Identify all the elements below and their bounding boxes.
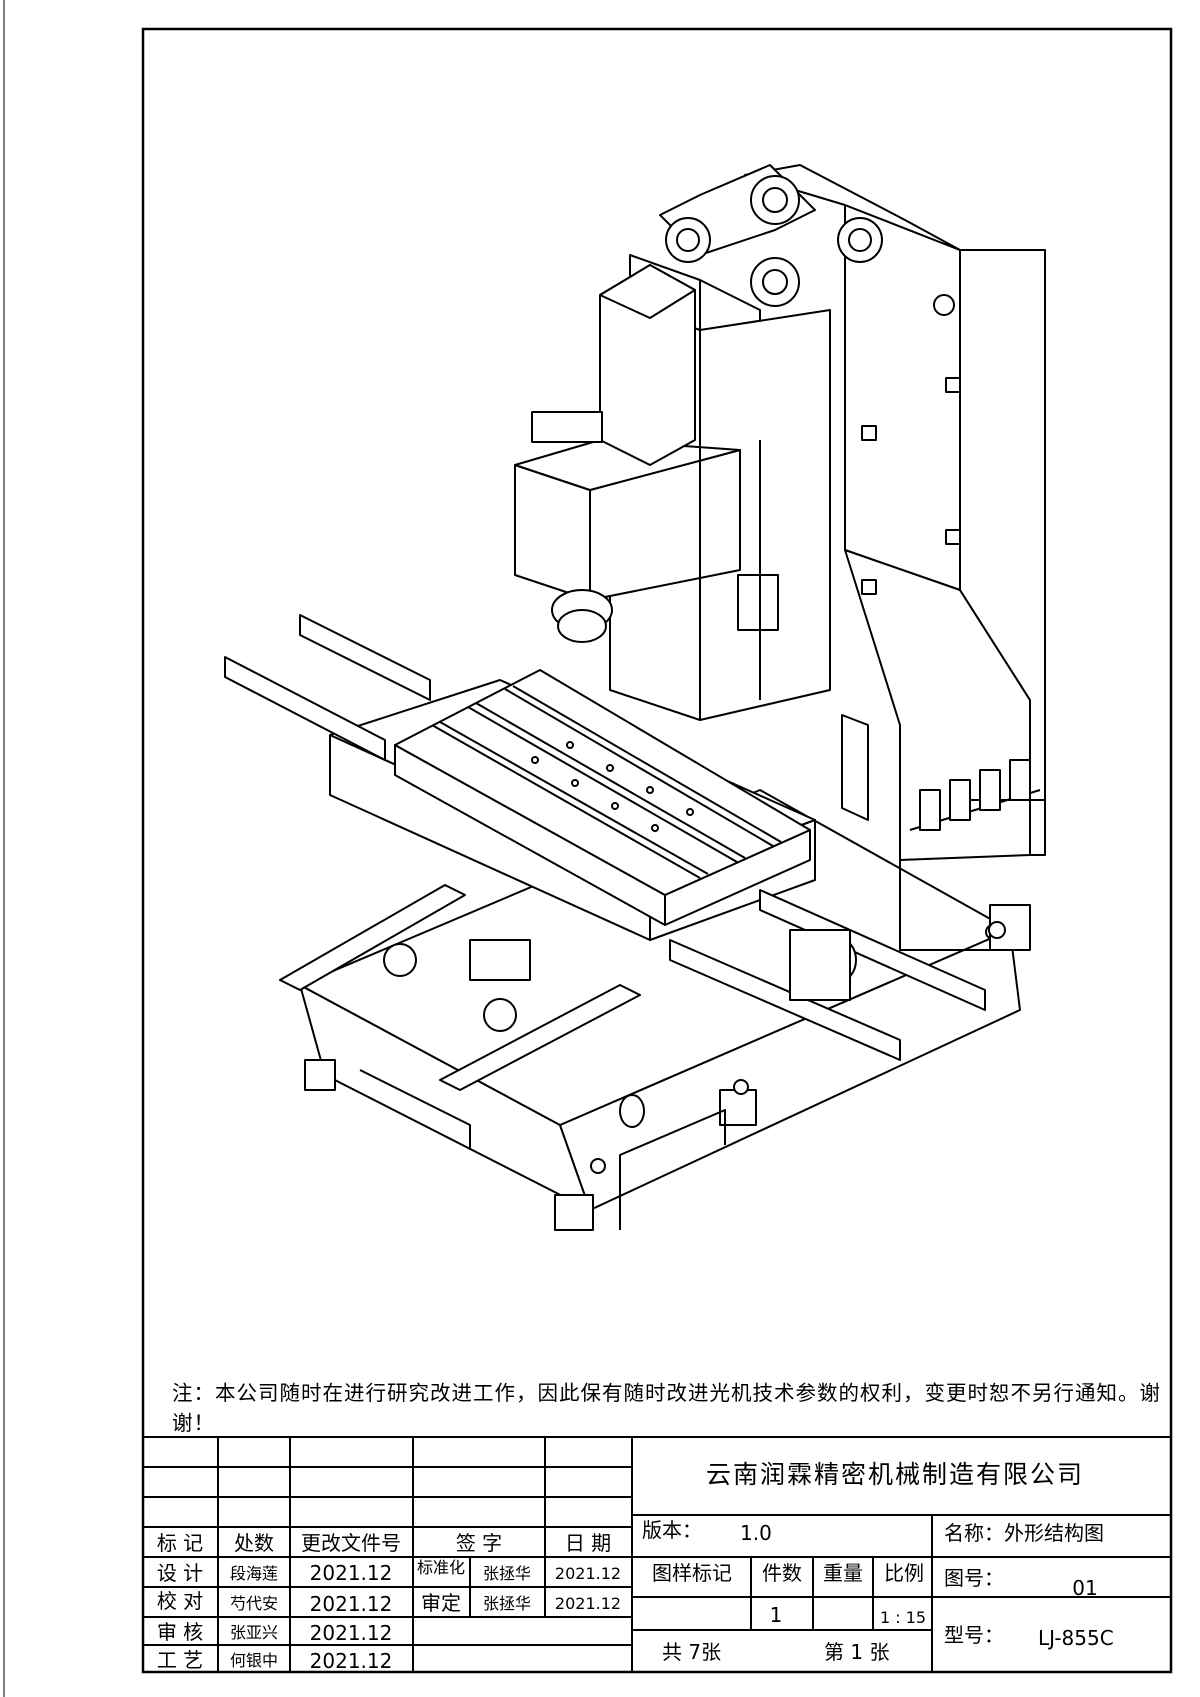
sheet-number: 第 1 张 — [824, 1640, 890, 1664]
spindle-head — [514, 164, 883, 721]
pattern-mark-label: 图样标记 — [652, 1561, 732, 1585]
approve-name: 张拯华 — [482, 1594, 532, 1613]
header-place: 处数 — [234, 1531, 274, 1555]
process-label: 工 艺 — [156, 1648, 204, 1672]
design-date: 2021.12 — [309, 1561, 393, 1585]
title-block-grid — [143, 1436, 1171, 1672]
drawing-no-label: 图号： — [944, 1566, 1004, 1590]
header-sign: 签 字 — [455, 1531, 503, 1555]
machine-column — [744, 164, 1046, 951]
worktable — [394, 669, 811, 926]
process-date: 2021.12 — [309, 1649, 393, 1673]
header-date: 日 期 — [564, 1531, 612, 1555]
quantity-label: 件数 — [762, 1561, 802, 1585]
version-label: 版本： — [642, 1518, 702, 1542]
std-date: 2021.12 — [554, 1564, 622, 1583]
check-name: 芍代安 — [229, 1594, 279, 1613]
design-label: 设 计 — [156, 1561, 204, 1585]
std-name: 张拯华 — [482, 1564, 532, 1583]
std-label: 标准化 — [416, 1558, 466, 1577]
header-doc-no: 更改文件号 — [301, 1531, 401, 1555]
design-name: 段海莲 — [229, 1564, 279, 1583]
company-name: 云南润霖精密机械制造有限公司 — [705, 1460, 1085, 1489]
drawing-name: 名称：外形结构图 — [944, 1521, 1104, 1545]
approve-date: 2021.12 — [554, 1594, 622, 1613]
review-label: 审 核 — [156, 1620, 204, 1644]
version-value: 1.0 — [740, 1521, 772, 1545]
total-sheets: 共 7张 — [662, 1640, 722, 1664]
model-label: 型号： — [944, 1623, 1004, 1647]
review-name: 张亚兴 — [229, 1623, 279, 1642]
model-value: LJ-855C — [1038, 1626, 1114, 1650]
drawing-frame — [3, 0, 1173, 1697]
scale-value: 1 : 15 — [879, 1608, 927, 1627]
machine-base — [299, 789, 1021, 1231]
check-label: 校 对 — [156, 1589, 204, 1613]
review-date: 2021.12 — [309, 1621, 393, 1645]
process-name: 何银中 — [229, 1651, 279, 1670]
scale-label: 比例 — [884, 1561, 924, 1585]
weight-label: 重量 — [823, 1561, 863, 1585]
approve-label: 审定 — [421, 1591, 461, 1615]
machine-illustration — [224, 164, 1046, 1231]
header-mark: 标 记 — [156, 1531, 204, 1555]
drawing-no-value: 01 — [1072, 1576, 1098, 1600]
quantity-value: 1 — [769, 1603, 783, 1627]
revision-note: 注：本公司随时在进行研究改进工作，因此保有随时改进光机技术参数的权利，变更时恕不… — [172, 1381, 1161, 1435]
check-date: 2021.12 — [309, 1592, 393, 1616]
